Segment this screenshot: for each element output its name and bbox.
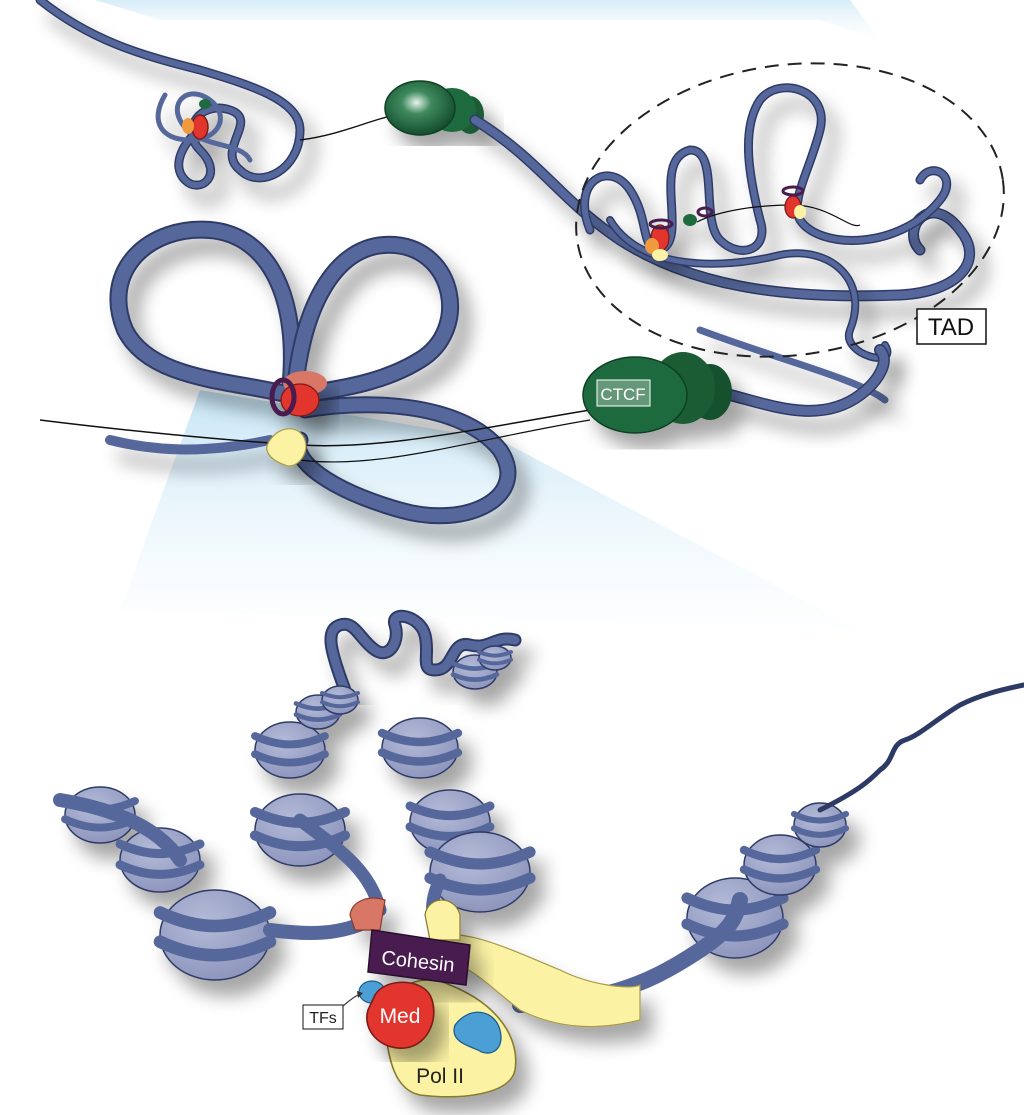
nucleosome-fiber-upper [324, 609, 522, 697]
nucleosome [115, 827, 205, 893]
small-loop-domain [35, 0, 305, 190]
nucleosome [249, 793, 351, 867]
zoom-cone-top [95, 0, 880, 40]
tad-boundary [575, 62, 1005, 358]
med-label: Med [380, 1005, 421, 1028]
tfs-label: TFs [309, 1010, 337, 1027]
tfs-callout: TFs [302, 991, 363, 1030]
nucleosome [790, 802, 850, 848]
tfs-arrow [342, 993, 361, 1007]
pol2-label: Pol II [416, 1065, 464, 1088]
chromatin-fiber-top [469, 114, 976, 302]
cohesin-complex: Cohesin [349, 897, 471, 986]
tad-chromatin-loops [580, 83, 952, 404]
nucleosome [739, 834, 821, 896]
mediator-complex: Med [358, 980, 435, 1049]
nucleosome [251, 721, 329, 779]
nucleosome [320, 685, 360, 715]
large-loop-domain [105, 220, 890, 525]
nucleosome [377, 717, 463, 779]
ctcf-middle: CTCF [582, 352, 732, 434]
loop-anchor-complex [266, 371, 327, 467]
dna-linker-top [299, 114, 396, 141]
tad-label-box: TAD [916, 308, 987, 345]
dna-linker-middle-2 [299, 419, 591, 463]
nucleosome [477, 645, 513, 671]
nucleosome [153, 889, 277, 981]
tad-label: TAD [928, 314, 974, 341]
ctcf-top [384, 80, 484, 136]
ctcf-label: CTCF [600, 385, 645, 404]
